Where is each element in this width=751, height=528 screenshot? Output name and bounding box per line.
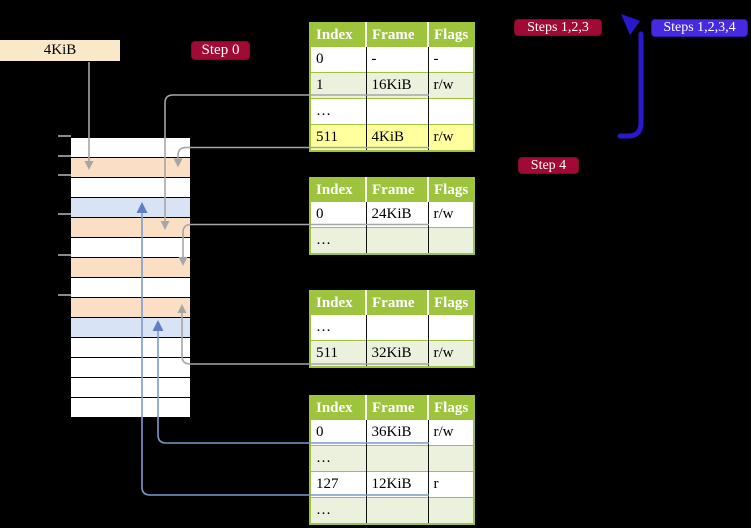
cell-flags	[427, 445, 474, 472]
cell-frame: -	[365, 46, 428, 73]
steps-loop-arrow	[617, 14, 644, 139]
table-header-row: Index Frame Flags	[310, 23, 474, 47]
cell-index: …	[310, 227, 366, 254]
steps-123-badge: Steps 1,2,3	[514, 19, 602, 36]
table-header-row: Index Frame Flags	[310, 396, 474, 420]
table-row: 1 16KiB r/w	[310, 72, 474, 99]
table-row: …	[310, 314, 474, 341]
table-row: 511 32KiB r/w	[310, 340, 474, 367]
physical-memory-column	[71, 137, 190, 418]
memory-row-free	[71, 238, 190, 258]
cell-flags	[427, 497, 474, 524]
memory-tick	[58, 254, 71, 256]
table-row: 0 24KiB r/w	[310, 201, 474, 228]
memory-row-free	[71, 398, 190, 418]
page-table-4: Index Frame Flags 0 36KiB r/w … 127 12Ki…	[309, 395, 475, 525]
cell-index: …	[310, 497, 366, 524]
memory-tick	[58, 174, 71, 176]
column-header-frame: Frame	[365, 291, 428, 315]
memory-tick	[58, 155, 71, 157]
cell-flags: r	[427, 471, 474, 498]
column-header-flags: Flags	[427, 396, 474, 420]
memory-row-free	[71, 338, 190, 358]
cell-frame: 24KiB	[365, 201, 428, 228]
cell-index: 511	[310, 340, 366, 367]
table-row: 0 36KiB r/w	[310, 419, 474, 446]
memory-tick	[58, 135, 71, 137]
memory-row-page-table	[71, 258, 190, 278]
table-row: …	[310, 98, 474, 125]
memory-row-mapped-page	[71, 318, 190, 338]
memory-row-free	[71, 358, 190, 378]
step-0-badge: Step 0	[191, 41, 250, 60]
cell-frame: 32KiB	[365, 340, 428, 367]
table-row: …	[310, 227, 474, 254]
steps-1234-badge: Steps 1,2,3,4	[651, 19, 748, 37]
column-header-index: Index	[310, 396, 366, 420]
cell-frame: 12KiB	[365, 471, 428, 498]
memory-row-free	[71, 378, 190, 398]
table-row: 0 - -	[310, 46, 474, 73]
cell-index: 511	[310, 124, 366, 151]
memory-row-page-table	[71, 218, 190, 238]
memory-row-page-table	[71, 298, 190, 318]
cell-flags	[427, 314, 474, 341]
cell-flags: r/w	[427, 419, 474, 446]
cell-flags: -	[427, 46, 474, 73]
cell-index: 1	[310, 72, 366, 99]
cell-frame: 36KiB	[365, 419, 428, 446]
table-row: …	[310, 445, 474, 472]
cell-flags	[427, 227, 474, 254]
page-table-2: Index Frame Flags 0 24KiB r/w …	[309, 177, 475, 255]
memory-tick	[58, 213, 71, 215]
memory-row-mapped-page	[71, 198, 190, 218]
page-table-3: Index Frame Flags … 511 32KiB r/w	[309, 290, 475, 368]
cell-frame: 16KiB	[365, 72, 428, 99]
frame-size-label: 4KiB	[0, 40, 120, 61]
cell-frame	[365, 98, 428, 125]
step-4-badge: Step 4	[518, 157, 579, 174]
column-header-frame: Frame	[365, 23, 428, 47]
table-row: 127 12KiB r	[310, 471, 474, 498]
page-table-1: Index Frame Flags 0 - - 1 16KiB r/w … 51…	[309, 22, 475, 152]
memory-row-page-table	[71, 158, 190, 178]
memory-row-free	[71, 138, 190, 158]
column-header-frame: Frame	[365, 396, 428, 420]
table-row: …	[310, 497, 474, 524]
column-header-index: Index	[310, 178, 366, 202]
cell-index: …	[310, 445, 366, 472]
cell-frame: 4KiB	[365, 124, 428, 151]
cell-flags: r/w	[427, 124, 474, 151]
cell-index: 127	[310, 471, 366, 498]
cell-index: 0	[310, 46, 366, 73]
table-header-row: Index Frame Flags	[310, 291, 474, 315]
cell-frame	[365, 497, 428, 524]
column-header-index: Index	[310, 23, 366, 47]
table-row-highlighted: 511 4KiB r/w	[310, 124, 474, 151]
memory-row-free	[71, 178, 190, 198]
cell-frame	[365, 227, 428, 254]
column-header-index: Index	[310, 291, 366, 315]
memory-row-free	[71, 278, 190, 298]
cell-flags: r/w	[427, 201, 474, 228]
column-header-frame: Frame	[365, 178, 428, 202]
cell-flags: r/w	[427, 72, 474, 99]
column-header-flags: Flags	[427, 178, 474, 202]
table-header-row: Index Frame Flags	[310, 178, 474, 202]
cell-flags	[427, 98, 474, 125]
cell-index: 0	[310, 201, 366, 228]
column-header-flags: Flags	[427, 291, 474, 315]
cell-index: …	[310, 314, 366, 341]
cell-frame	[365, 445, 428, 472]
cell-flags: r/w	[427, 340, 474, 367]
memory-tick	[58, 294, 71, 296]
cell-index: …	[310, 98, 366, 125]
cell-index: 0	[310, 419, 366, 446]
column-header-flags: Flags	[427, 23, 474, 47]
cell-frame	[365, 314, 428, 341]
